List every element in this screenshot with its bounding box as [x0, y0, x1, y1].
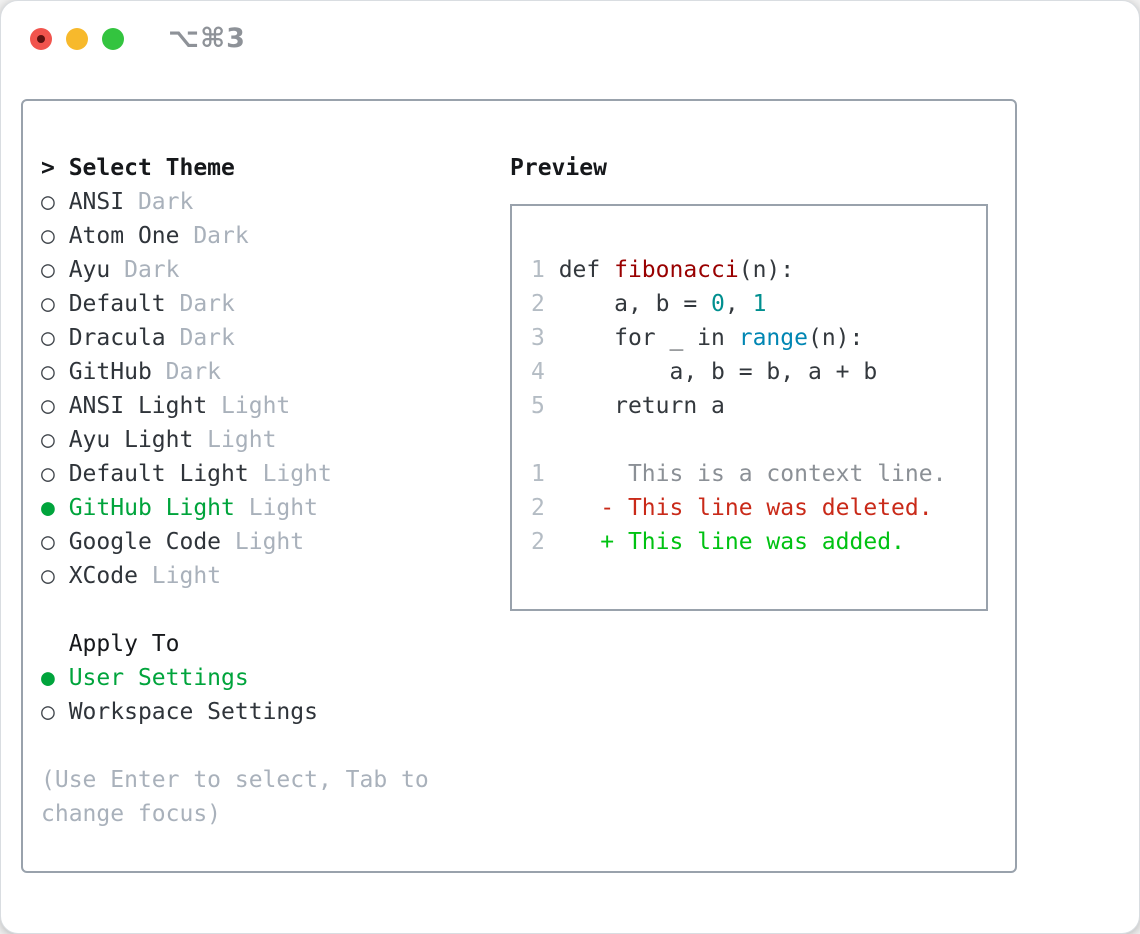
radio-unselected-icon: ○	[41, 529, 69, 555]
radio-unselected-icon: ○	[41, 461, 69, 487]
radio-unselected-icon: ○	[41, 393, 69, 419]
theme-item-default-light[interactable]: ○ Default Light Light	[41, 461, 332, 487]
code-line: 5 return a	[531, 393, 725, 419]
radio-unselected-icon: ○	[41, 223, 69, 249]
theme-item-ansi-light[interactable]: ○ ANSI Light Light	[41, 393, 291, 419]
line-number: 2	[531, 529, 559, 555]
code-line: 2 + This line was added.	[531, 529, 905, 555]
radio-unselected-icon: ○	[41, 291, 69, 317]
code-line: 2 a, b = 0, 1	[531, 291, 767, 317]
select-theme-header: > Select Theme	[41, 155, 235, 181]
preview-code: 1 def fibonacci(n): 2 a, b = 0, 1 3 for _ …	[531, 253, 946, 559]
preview-title: Preview	[510, 155, 607, 181]
close-dot-icon	[37, 35, 45, 43]
line-number: 2	[531, 495, 559, 521]
apply-option-workspace-settings[interactable]: ○ Workspace Settings	[41, 699, 318, 725]
code-line: 1 This is a context line.	[531, 461, 947, 487]
theme-item-xcode[interactable]: ○ XCode Light	[41, 563, 222, 589]
code-line: 3 for _ in range(n):	[531, 325, 864, 351]
spacer-row	[41, 729, 429, 763]
line-number: 1	[531, 461, 559, 487]
apply-option-user-settings[interactable]: ● User Settings	[41, 665, 249, 691]
theme-item-github-light[interactable]: ● GitHub Light Light	[41, 495, 318, 521]
radio-unselected-icon: ○	[41, 427, 69, 453]
line-number: 1	[531, 257, 559, 283]
minimize-button[interactable]	[66, 28, 88, 50]
theme-item-atom-one[interactable]: ○ Atom One Dark	[41, 223, 249, 249]
radio-unselected-icon: ○	[41, 699, 69, 725]
code-line: 2 - This line was deleted.	[531, 495, 933, 521]
theme-list: > Select Theme ○ ANSI Dark ○ Atom One Dark…	[41, 151, 429, 831]
radio-unselected-icon: ○	[41, 359, 69, 385]
hint-line-2: change focus)	[41, 801, 222, 827]
window-title: ⌥⌘3	[168, 23, 246, 54]
theme-picker-panel: > Select Theme ○ ANSI Dark ○ Atom One Dark…	[21, 99, 1017, 873]
radio-unselected-icon: ○	[41, 189, 69, 215]
theme-item-ansi[interactable]: ○ ANSI Dark	[41, 189, 194, 215]
radio-unselected-icon: ○	[41, 325, 69, 351]
theme-item-github[interactable]: ○ GitHub Dark	[41, 359, 222, 385]
radio-selected-icon: ●	[41, 495, 69, 521]
header-marker-icon: >	[41, 155, 69, 181]
theme-item-ayu-light[interactable]: ○ Ayu Light Light	[41, 427, 277, 453]
theme-item-google-code[interactable]: ○ Google Code Light	[41, 529, 305, 555]
spacer-row	[41, 593, 429, 627]
radio-selected-icon: ●	[41, 665, 69, 691]
zoom-button[interactable]	[102, 28, 124, 50]
theme-item-dracula[interactable]: ○ Dracula Dark	[41, 325, 235, 351]
line-number: 3	[531, 325, 559, 351]
apply-to-header: Apply To	[68, 631, 180, 657]
theme-item-default[interactable]: ○ Default Dark	[41, 291, 235, 317]
code-line: 4 a, b = b, a + b	[531, 359, 878, 385]
close-button[interactable]	[30, 28, 52, 50]
radio-unselected-icon: ○	[41, 257, 69, 283]
code-line: 1 def fibonacci(n):	[531, 257, 795, 283]
line-number: 5	[531, 393, 559, 419]
code-blank-line	[531, 423, 946, 457]
theme-item-ayu[interactable]: ○ Ayu Dark	[41, 257, 180, 283]
radio-unselected-icon: ○	[41, 563, 69, 589]
title-bar: ⌥⌘3	[1, 1, 1139, 79]
hint-line-1: (Use Enter to select, Tab to	[41, 767, 429, 793]
line-number: 4	[531, 359, 559, 385]
preview-box: 1 def fibonacci(n): 2 a, b = 0, 1 3 for _ …	[510, 204, 988, 611]
line-number: 2	[531, 291, 559, 317]
